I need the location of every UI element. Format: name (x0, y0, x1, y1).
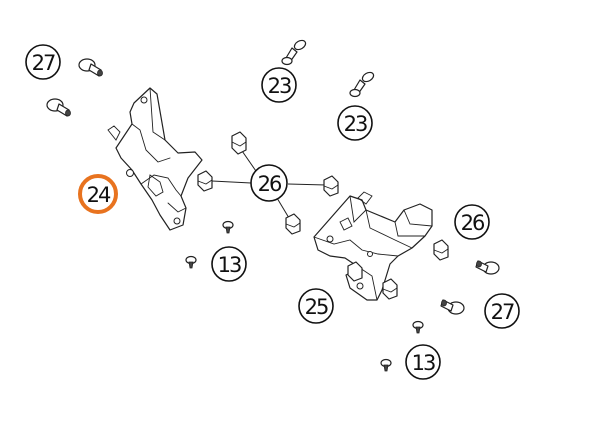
leader-26-clip-3 (287, 183, 327, 186)
bracket-25-hole (367, 251, 373, 257)
small-screw-icon (412, 320, 424, 334)
flange-bolt-icon (78, 58, 103, 77)
callout-23-upper: 23 (261, 67, 297, 103)
callout-27-upper: 27 (25, 44, 61, 80)
callout-25: 25 (298, 288, 334, 324)
callout-label: 27 (491, 300, 514, 324)
clip-nut-icon (285, 213, 301, 235)
callout-27-lower: 27 (484, 293, 520, 329)
leader-26-clip-2 (211, 180, 252, 184)
small-screw-icon (380, 358, 392, 372)
callout-23-lower: 23 (337, 105, 373, 141)
bracket-25-hole (356, 282, 364, 290)
clip-nut-icon (433, 239, 449, 261)
callout-label: 26 (461, 211, 485, 235)
callout-24-highlighted: 24 (78, 174, 118, 214)
callout-13-lower: 13 (405, 344, 441, 380)
callout-26-right: 26 (454, 204, 490, 240)
clip-nut-icon (347, 261, 363, 282)
leader-26-clip-1 (239, 147, 259, 175)
clip-nut-icon (197, 170, 213, 192)
small-screw-icon (185, 255, 197, 269)
clip-nut-icon (323, 175, 339, 197)
flange-bolt-icon (475, 260, 500, 275)
bracket-24-hole (126, 169, 134, 177)
callout-13-upper: 13 (211, 246, 247, 282)
flange-bolt-icon (46, 98, 71, 117)
callout-label: 24 (87, 183, 111, 207)
callout-label: 23 (268, 74, 291, 98)
callout-label: 27 (32, 51, 55, 75)
callout-label: 25 (305, 295, 328, 319)
callout-label: 13 (412, 351, 435, 375)
bracket-25-hole (326, 235, 334, 243)
bracket-24-hole (173, 217, 181, 225)
clip-nut-icon (231, 131, 247, 155)
callout-label: 26 (258, 172, 282, 196)
small-screw-icon (222, 220, 234, 234)
screw-icon (281, 39, 307, 66)
bracket-25 (313, 191, 433, 301)
bracket-24-hole (140, 96, 148, 104)
clip-nut-icon (382, 278, 398, 300)
bracket-24 (107, 87, 203, 231)
callout-26-center: 26 (250, 164, 288, 202)
callout-label: 13 (218, 253, 241, 277)
screw-icon (349, 71, 375, 98)
flange-bolt-icon (440, 299, 465, 315)
callout-label: 23 (344, 112, 367, 136)
